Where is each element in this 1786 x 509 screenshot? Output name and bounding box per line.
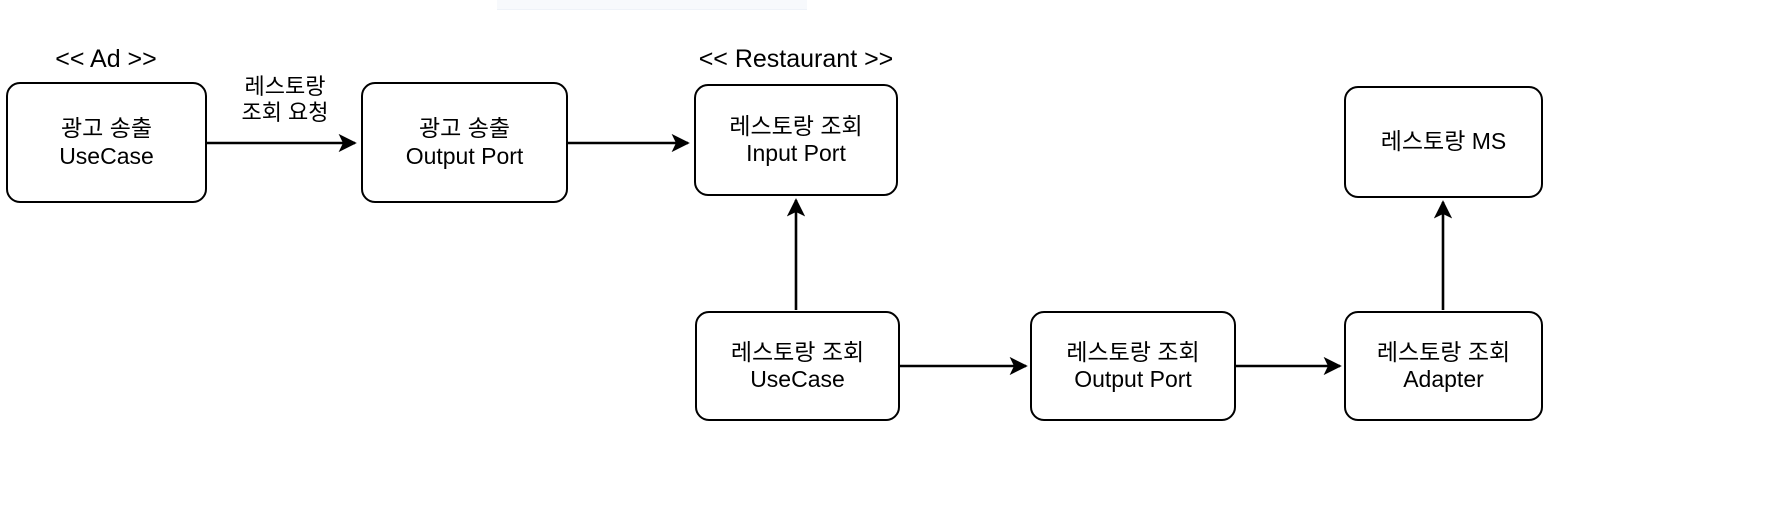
node-restaurant-usecase-line1: 레스토랑 조회 — [730, 338, 865, 365]
node-restaurant-adapter-line2: Adapter — [1403, 366, 1484, 392]
node-restaurant-ms[interactable]: 레스토랑 MS — [1344, 86, 1543, 198]
node-restaurant-usecase[interactable]: 레스토랑 조회 UseCase — [695, 311, 900, 421]
node-restaurant-output-port-line2: Output Port — [1074, 366, 1192, 392]
node-restaurant-input-port-line2: Input Port — [746, 140, 846, 166]
node-ad-usecase-line2: UseCase — [59, 142, 154, 169]
node-restaurant-adapter-line1: 레스토랑 조회 — [1376, 338, 1511, 365]
node-ad-output-port[interactable]: 광고 송출 Output Port — [361, 82, 568, 203]
node-ad-usecase[interactable]: 광고 송출 UseCase — [6, 82, 207, 203]
stereotype-ad: << Ad >> — [55, 45, 157, 73]
node-restaurant-adapter[interactable]: 레스토랑 조회 Adapter — [1344, 311, 1543, 421]
node-restaurant-ms-line1: 레스토랑 MS — [1380, 128, 1507, 155]
edge-label-restaurant-query-request: 레스토랑 조회 요청 — [212, 74, 358, 127]
node-restaurant-input-port[interactable]: 레스토랑 조회 Input Port — [694, 84, 898, 196]
cropped-toolbar-strip — [497, 0, 807, 10]
node-ad-output-port-line2: Output Port — [405, 142, 524, 169]
node-ad-usecase-line1: 광고 송출 — [60, 115, 153, 142]
stereotype-restaurant: << Restaurant >> — [698, 45, 894, 73]
node-ad-output-port-line1: 광고 송출 — [418, 115, 511, 142]
node-restaurant-usecase-line2: UseCase — [750, 366, 845, 392]
node-restaurant-output-port[interactable]: 레스토랑 조회 Output Port — [1030, 311, 1236, 421]
edge-label-line1: 레스토랑 — [244, 74, 326, 99]
edge-label-line2: 조회 요청 — [241, 100, 329, 126]
node-restaurant-input-port-line1: 레스토랑 조회 — [729, 112, 863, 139]
node-restaurant-output-port-line1: 레스토랑 조회 — [1066, 338, 1200, 365]
